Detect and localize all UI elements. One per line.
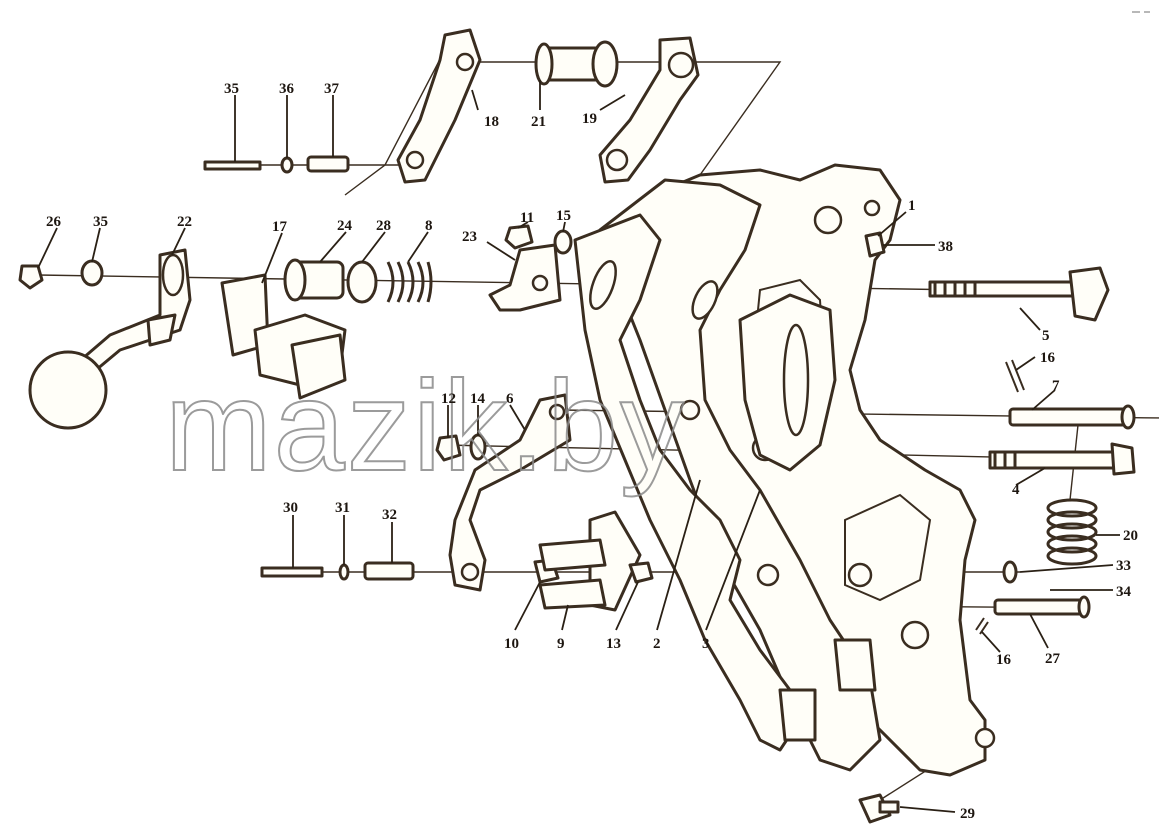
callout-5: 5 (1042, 328, 1050, 344)
callout-1: 1 (908, 198, 916, 214)
callout-8: 8 (425, 218, 433, 234)
washer-33 (1002, 560, 1018, 584)
callout-27: 27 (1045, 651, 1061, 667)
callout-28: 28 (376, 218, 391, 234)
spring-20 (1046, 498, 1098, 566)
cotter-pin-16-upper (1005, 359, 1025, 393)
bracket-9 (538, 510, 642, 612)
callout-6: 6 (506, 391, 514, 407)
washer-15 (553, 229, 573, 255)
bushing-37 (306, 155, 350, 173)
callout-22: 22 (177, 214, 192, 230)
callout-11: 11 (520, 210, 534, 226)
callout-20: 20 (1123, 528, 1138, 544)
bolt-4 (988, 442, 1136, 476)
callout-29: 29 (960, 806, 975, 822)
pin-21 (534, 40, 619, 88)
callout-16-upper: 16 (1040, 350, 1056, 366)
callout-35-left: 35 (93, 214, 108, 230)
callout-16-lower: 16 (996, 652, 1012, 668)
pin-7 (1008, 404, 1136, 430)
nut-13 (628, 561, 654, 584)
bracket-23 (488, 243, 562, 312)
callout-3: 3 (702, 636, 710, 652)
bolt-29 (858, 793, 900, 824)
pin-35 (203, 160, 262, 171)
washer-31 (338, 563, 350, 581)
callout-13: 13 (606, 636, 621, 652)
callout-35-upper: 35 (224, 81, 239, 97)
washer-28 (346, 260, 378, 304)
callout-15: 15 (556, 208, 571, 224)
sector-bracket (738, 293, 837, 472)
callout-33: 33 (1116, 558, 1131, 574)
callout-24: 24 (337, 218, 353, 234)
bolt-26 (18, 264, 44, 290)
pin-27 (993, 595, 1091, 619)
callout-7: 7 (1052, 378, 1060, 394)
callout-10: 10 (504, 636, 519, 652)
watermark-text: mazik.by (165, 355, 686, 498)
bushing-32 (363, 561, 415, 581)
nut-12 (435, 434, 462, 462)
nut-11 (504, 224, 534, 250)
callout-2: 2 (653, 636, 661, 652)
callout-labels: 35 36 37 18 21 19 1 38 26 35 22 17 24 28… (46, 81, 1138, 822)
callout-18: 18 (484, 114, 499, 130)
callout-36: 36 (279, 81, 295, 97)
callout-38: 38 (938, 239, 953, 255)
callout-4: 4 (1012, 482, 1020, 498)
lower-flange (778, 638, 877, 742)
fitting-38 (864, 231, 886, 258)
lever-6 (448, 393, 572, 592)
bracket-17 (220, 273, 347, 400)
callout-17: 17 (272, 219, 288, 235)
callout-21: 21 (531, 114, 546, 130)
callout-12: 12 (441, 391, 456, 407)
lever-22 (28, 248, 192, 430)
callout-26: 26 (46, 214, 62, 230)
lower-frame-hole (974, 727, 996, 749)
frame-plate-front (573, 199, 881, 752)
callout-31: 31 (335, 500, 350, 516)
callout-9: 9 (557, 636, 565, 652)
callout-30: 30 (283, 500, 298, 516)
leader-lines (37, 80, 1120, 813)
bushing-24 (283, 258, 345, 302)
callout-37: 37 (324, 81, 340, 97)
washer-35 (80, 259, 104, 287)
callout-14: 14 (470, 391, 486, 407)
callout-19: 19 (582, 111, 597, 127)
spring-8 (386, 261, 433, 303)
cotter-pin-16-lower (975, 617, 989, 635)
callout-23: 23 (462, 229, 477, 245)
washer-36 (280, 156, 294, 174)
link-19 (598, 36, 700, 184)
callout-34: 34 (1116, 584, 1132, 600)
callout-32: 32 (382, 507, 397, 523)
link-18 (396, 28, 482, 184)
bolt-5 (928, 266, 1110, 322)
pin-30 (260, 566, 324, 578)
